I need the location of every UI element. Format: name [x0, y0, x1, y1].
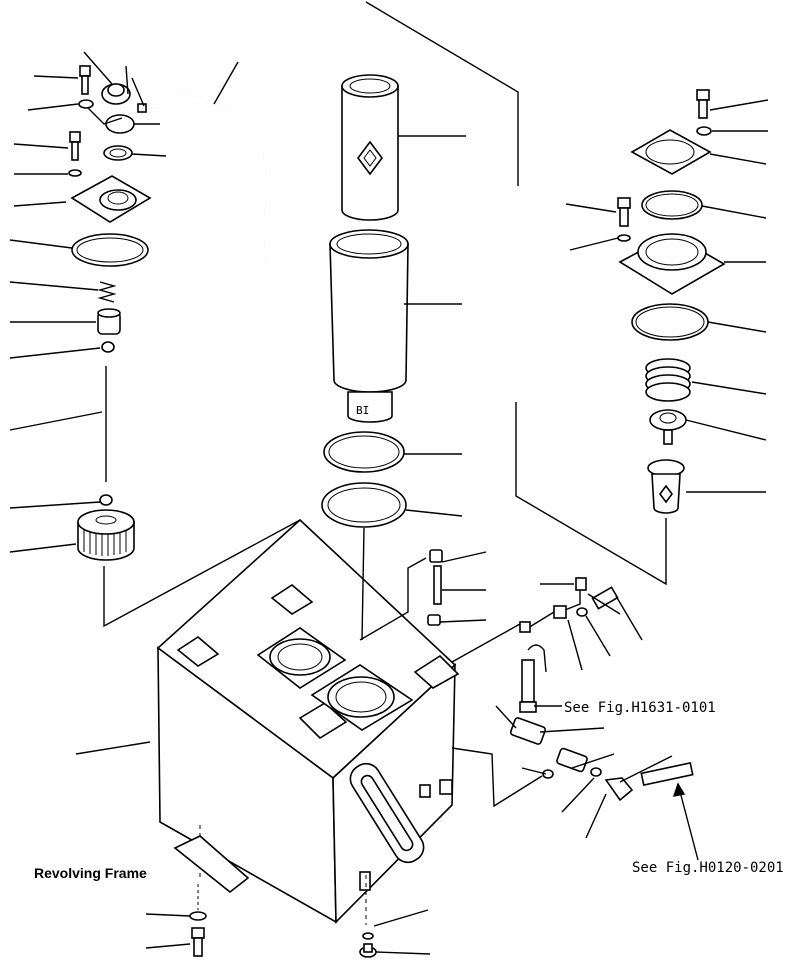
bolt-top-left: [79, 65, 91, 77]
strainer-housing: [618, 233, 726, 295]
filter-cylinder-upper: [341, 74, 399, 221]
revolving-frame-label: Revolving Frame: [34, 865, 147, 881]
mounting-bolt: [189, 884, 207, 957]
tank-return-port: [310, 664, 414, 731]
strainer-cover: [630, 129, 712, 175]
tank-suction-port: [256, 627, 347, 689]
filter-cylinder-lower: BI: [329, 229, 409, 423]
strainer-spring: [645, 358, 691, 402]
hose-assembly: [451, 644, 694, 808]
strainer-element: [647, 459, 685, 514]
dipstick-pipe: [157, 92, 267, 269]
svg-text:BI: BI: [356, 404, 369, 417]
spring-left: [97, 281, 117, 303]
seal-ring-1: [323, 431, 405, 473]
tank-side-plug: [439, 779, 453, 795]
level-sensor-group: [451, 577, 619, 663]
breather-assembly: [68, 65, 301, 628]
hydraulic-tank: [156, 518, 460, 925]
reference-h0120: See Fig.H0120-0201: [632, 860, 784, 876]
o-ring-left: [71, 233, 149, 267]
return-filter-assembly: BI: [321, 1, 519, 641]
strainer-assembly: [515, 89, 726, 586]
drain-plug: [359, 932, 377, 958]
leader-lines: [9, 51, 769, 955]
revolving-frame-fragment: Revolving Frame: [34, 835, 250, 894]
reference-h1631: See Fig.H1631-0101: [564, 700, 716, 716]
seal-ring-2: [321, 482, 407, 528]
pipe-fittings: [359, 549, 443, 641]
breather-filter-element: [77, 509, 135, 561]
